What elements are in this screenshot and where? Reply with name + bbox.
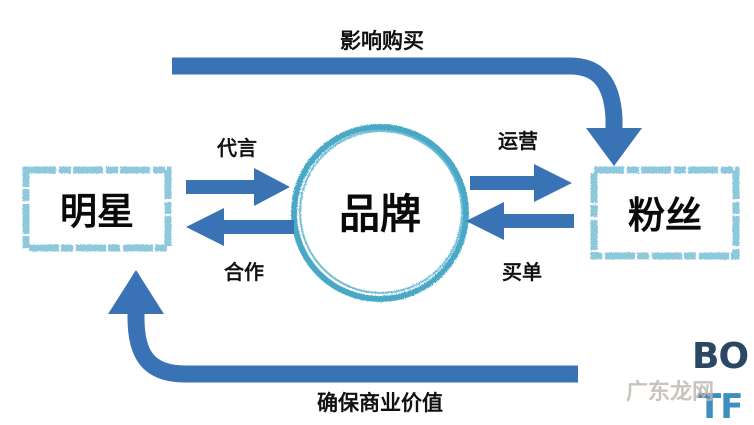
label-buy: 买单	[502, 260, 542, 284]
top-flow-arrow	[172, 57, 642, 166]
arrow-star-to-brand-head	[254, 168, 290, 206]
top-arrow-head	[586, 128, 642, 166]
bottom-arrow-shaft	[127, 312, 578, 383]
node-brand: 品牌	[291, 124, 469, 302]
node-fans-box	[590, 166, 740, 260]
watermark-logo-bottom: TF	[698, 387, 742, 425]
watermark-site: 广东龙网	[626, 379, 714, 405]
node-brand-label: 品牌	[339, 190, 421, 238]
arrow-fans-to-brand	[466, 202, 574, 240]
node-brand-circle	[291, 124, 469, 302]
label-endorse: 代言	[216, 136, 257, 160]
top-arrow-shaft	[172, 57, 623, 130]
label-influence-purchase: 影响购买	[340, 29, 424, 53]
node-star-box	[22, 166, 172, 252]
arrow-brand-to-star-shaft	[222, 220, 294, 234]
arrow-star-to-brand	[186, 168, 290, 206]
node-star: 明星	[22, 166, 172, 252]
arrow-brand-to-star-head	[186, 208, 224, 246]
watermark-logo-top: BO	[692, 336, 748, 377]
arrow-fans-to-brand-head	[466, 202, 504, 240]
arrow-fans-to-brand-shaft	[502, 214, 574, 228]
arrow-brand-to-star	[186, 208, 294, 246]
bottom-arrow-head	[108, 270, 164, 314]
bottom-flow-arrow	[108, 270, 578, 383]
label-operate: 运营	[498, 129, 538, 153]
watermark: BO TF 广东龙网	[626, 336, 749, 425]
arrow-brand-to-fans-shaft	[470, 176, 536, 190]
arrow-brand-to-fans	[470, 164, 572, 202]
label-cooperate: 合作	[224, 260, 264, 284]
label-ensure-value: 确保商业价值	[317, 391, 443, 415]
node-fans: 粉丝	[590, 166, 740, 260]
node-brand-circle-inner	[299, 130, 463, 294]
arrow-star-to-brand-shaft	[186, 180, 256, 194]
node-star-label: 明星	[60, 190, 134, 233]
arrow-brand-to-fans-head	[534, 164, 572, 202]
node-fans-label: 粉丝	[628, 194, 702, 237]
